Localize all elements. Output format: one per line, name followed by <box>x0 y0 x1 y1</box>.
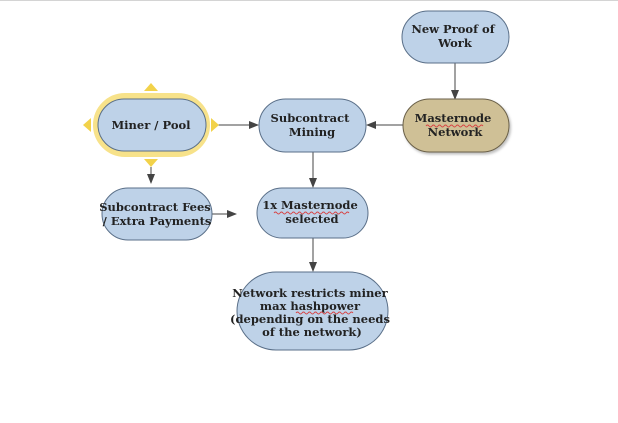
svg-text:Subcontract Fees / Extra: Subcontract Fees / Extra Payments <box>99 200 215 228</box>
selection-highlight <box>93 93 210 157</box>
resize-handle-bottom[interactable] <box>144 159 158 167</box>
node-miner-pool[interactable]: Miner / Pool <box>93 93 210 157</box>
svg-text:New Proof of Work: New Proof of Work <box>411 22 498 50</box>
node-masternode-selected[interactable]: 1x Masternode selected <box>256 187 369 239</box>
resize-handles[interactable] <box>83 83 219 167</box>
spellcheck-underline <box>273 211 350 215</box>
node-subcontract-mining[interactable]: Subcontract Mining <box>258 98 367 153</box>
svg-text:1x Masternode selected: 1x Masternode selected <box>262 198 362 226</box>
svg-text:Miner / Pool: Miner / Pool <box>111 118 191 132</box>
resize-handle-top[interactable] <box>144 83 158 91</box>
spellcheck-underline <box>295 311 354 315</box>
svg-text:Network restricts miner: Network restricts miner max hashpower (d… <box>230 286 394 339</box>
svg-text:Subcontract Mining: Subcontract Mining <box>271 111 354 139</box>
node-masternode-network[interactable]: Masternode Network <box>402 98 510 153</box>
resize-handle-right[interactable] <box>211 118 219 132</box>
node-network-restricts[interactable]: Network restricts miner max hashpower (d… <box>230 271 394 351</box>
resize-handle-left[interactable] <box>83 118 91 132</box>
node-subcontract-fees[interactable]: Subcontract Fees / Extra Payments <box>99 187 215 241</box>
node-new-proof-of-work[interactable]: New Proof of Work <box>401 10 510 64</box>
spellcheck-underline <box>425 124 484 128</box>
svg-text:Masternode Network: Masternode Network <box>415 111 496 139</box>
connectors <box>147 63 459 272</box>
